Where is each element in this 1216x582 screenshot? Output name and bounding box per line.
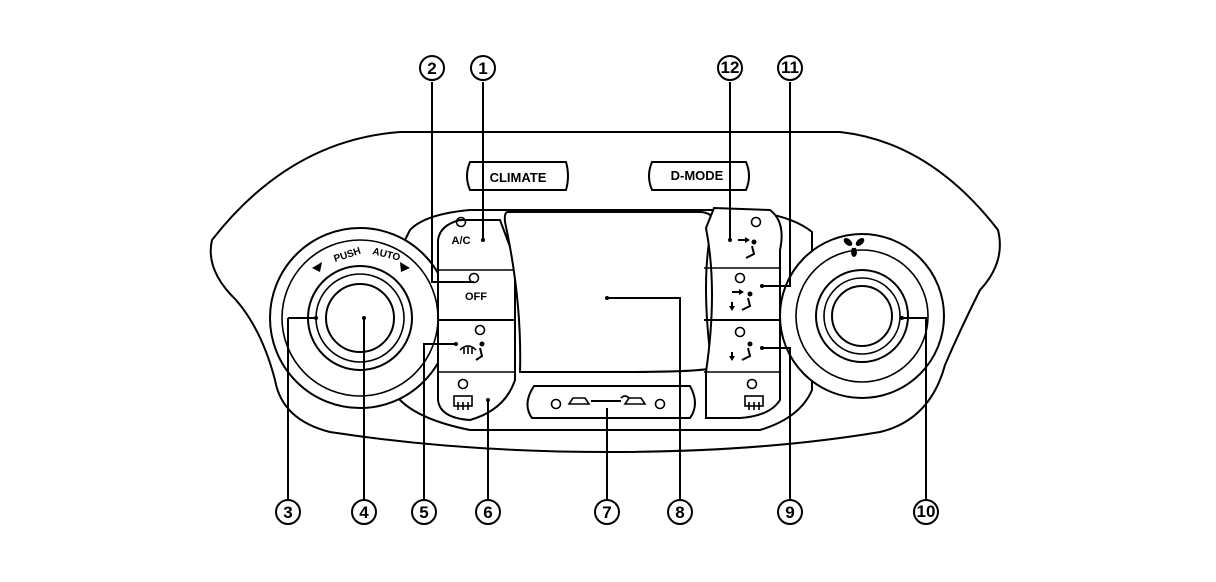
- svg-text:11: 11: [781, 58, 799, 77]
- svg-text:8: 8: [675, 503, 684, 522]
- svg-text:7: 7: [602, 503, 611, 522]
- svg-text:10: 10: [917, 502, 936, 521]
- fan-icon: [843, 238, 865, 257]
- svg-text:6: 6: [483, 503, 492, 522]
- callout-12: 12: [717, 55, 743, 81]
- vent-foot-button[interactable]: [729, 326, 753, 362]
- off-label: OFF: [465, 291, 487, 303]
- callout-4: 4: [351, 499, 377, 525]
- svg-text:4: 4: [359, 503, 369, 522]
- vent-bilevel-icon: [729, 289, 753, 311]
- ac-label: A/C: [452, 235, 471, 247]
- callout-6: 6: [475, 499, 501, 525]
- svg-text:12: 12: [721, 58, 740, 77]
- front-defroster-button[interactable]: [459, 324, 486, 361]
- vent-bilevel-button[interactable]: [729, 272, 753, 312]
- svg-text:9: 9: [785, 503, 794, 522]
- temperature-dial[interactable]: [269, 227, 451, 409]
- svg-text:5: 5: [419, 503, 428, 522]
- callout-7: 7: [594, 499, 620, 525]
- outer-bezel: [209, 131, 1001, 454]
- callout-3: 3: [275, 499, 301, 525]
- callout-10: 10: [913, 499, 939, 525]
- left-arrow-icon: [312, 262, 322, 272]
- right-arrow-icon: [400, 262, 410, 272]
- svg-text:2: 2: [427, 59, 436, 78]
- svg-text:1: 1: [478, 59, 487, 78]
- vent-foot-icon: [729, 341, 753, 361]
- air-recirculation-strip[interactable]: [526, 385, 696, 419]
- d-mode-button[interactable]: D-MODE: [648, 161, 750, 191]
- rear-defroster-button[interactable]: [453, 378, 473, 411]
- callout-1: 1: [470, 55, 496, 81]
- svg-text:3: 3: [283, 503, 292, 522]
- callout-11: 11: [777, 55, 803, 81]
- callout-5: 5: [411, 499, 437, 525]
- rear-window-defroster-button[interactable]: [744, 378, 764, 411]
- vent-face-icon: [738, 237, 757, 259]
- ac-button[interactable]: A/C: [452, 216, 471, 248]
- rear-window-defroster-icon: [744, 395, 764, 410]
- vent-face-button[interactable]: [738, 216, 762, 259]
- rear-defroster-icon: [453, 395, 473, 410]
- climate-button[interactable]: CLIMATE: [466, 161, 569, 191]
- fan-speed-dial[interactable]: [779, 233, 945, 399]
- front-defroster-icon: [459, 341, 485, 361]
- display-screen: [503, 211, 714, 373]
- center-module: [399, 209, 813, 431]
- callout-9: 9: [777, 499, 803, 525]
- climate-button-label: CLIMATE: [490, 170, 547, 185]
- leader-lines: [287, 82, 927, 500]
- d-mode-button-label: D-MODE: [671, 168, 724, 183]
- callout-numbers: 1 2 3 4 5 6 7 8 9 10 11 12: [275, 55, 939, 525]
- air-recirculation-icon: [567, 395, 647, 405]
- right-button-column: [704, 206, 783, 419]
- callout-8: 8: [667, 499, 693, 525]
- callout-2: 2: [419, 55, 445, 81]
